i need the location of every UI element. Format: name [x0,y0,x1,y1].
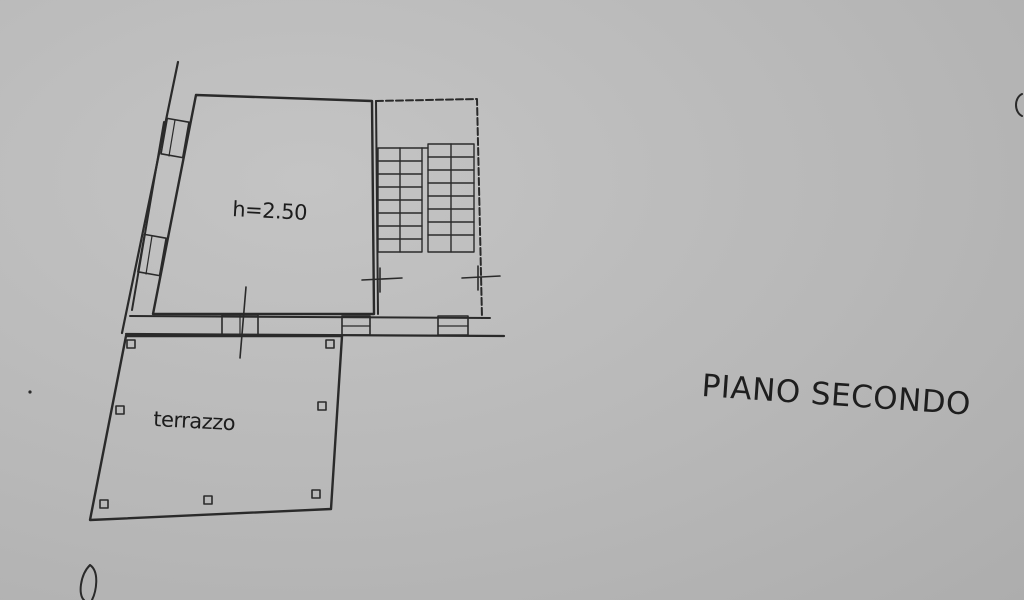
window-left-upper [160,117,190,159]
edge-mark [1015,93,1023,117]
staircase [377,143,475,253]
section-marks [239,265,501,359]
main-room-height-label: h=2.50 [231,197,308,225]
bottom-wall [124,314,506,338]
outer-wall-line [120,60,180,335]
main-room-outline [151,93,376,316]
terrace-posts [99,339,335,509]
terrace-outline [88,334,344,522]
stair-room-right-wall [375,98,483,319]
ink-dot [28,390,32,394]
outer-wall-inner-line [131,121,165,311]
terrace-label: terrazzo [152,407,236,436]
scribble-mark [79,564,98,600]
window-left-lower [137,233,167,277]
